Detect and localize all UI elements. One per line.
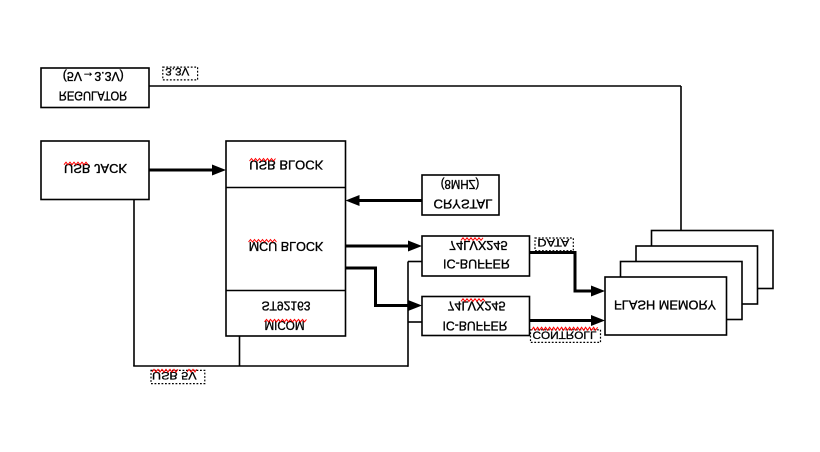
svg-text:REGULATOR: REGULATOR [59,89,128,104]
svg-text:IC-BUFFER: IC-BUFFER [443,319,508,334]
svg-text:USB BLOCK: USB BLOCK [249,158,323,173]
svg-text:CONTROLL: CONTROLL [533,328,597,340]
svg-text:MICOM: MICOM [265,318,305,333]
svg-text:IC-BUFFER: IC-BUFFER [443,256,510,271]
svg-text:74LVX245: 74LVX245 [448,299,506,314]
svg-text:MCU BLOCK: MCU BLOCK [249,239,324,254]
svg-text:(8MHZ): (8MHZ) [441,177,480,192]
svg-text:FLASH MEMORY: FLASH MEMORY [614,297,716,312]
svg-text:3.3V: 3.3V [165,65,190,77]
svg-text:USB 5V: USB 5V [152,369,197,381]
svg-text:(5V→3.3V): (5V→3.3V) [63,69,124,84]
svg-text:CRYSTAL: CRYSTAL [434,197,493,212]
svg-text:DATA: DATA [537,236,570,248]
svg-text:ST92163: ST92163 [262,298,311,313]
svg-text:74LVX245: 74LVX245 [449,238,508,253]
